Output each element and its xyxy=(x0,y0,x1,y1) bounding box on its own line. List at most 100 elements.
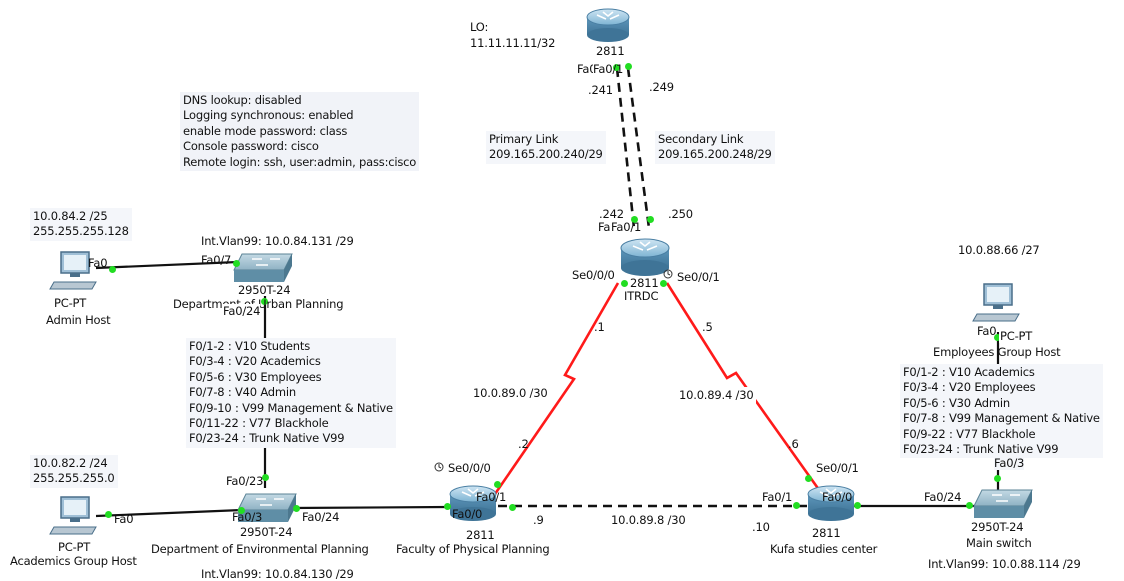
port-dot xyxy=(792,501,800,509)
port-dot xyxy=(659,279,667,287)
device-config-note: DNS lookup: disabled Logging synchronous… xyxy=(180,92,420,172)
core-port-a: Fa0/0 xyxy=(577,62,593,76)
core-router-icon[interactable] xyxy=(586,8,630,42)
primary-link-label: Primary Link 209.165.200.240/29 xyxy=(486,131,606,164)
link-core-itrdc-secondary xyxy=(626,67,651,229)
employees-pc-icon[interactable] xyxy=(972,283,1020,322)
urban-switch-port-down: Fa0/24 xyxy=(223,304,261,318)
link-core-itrdc-primary xyxy=(615,67,636,229)
vlan-row: F0/3-4 : V20 Academics xyxy=(189,354,321,369)
vlan-row: F0/23-24 : Trunk Native V99 xyxy=(189,431,345,446)
admin-host-name: Admin Host xyxy=(46,313,111,327)
main-switch-model: 2950T-24 xyxy=(971,520,1024,534)
itrdc-model: 2811 xyxy=(630,276,659,290)
main-switch-name: Main switch xyxy=(966,536,1032,550)
vlan-row: F0/11-22 : V77 Blackhole xyxy=(189,416,329,431)
itrdc-ip-b: .250 xyxy=(668,207,693,221)
link-academics-env xyxy=(95,508,243,518)
port-dot xyxy=(493,480,501,488)
vlan-row: F0/23-24 : Trunk Native V99 xyxy=(903,442,1059,457)
itrdc-port-a: Fa0/0 xyxy=(598,220,611,234)
itrdc-ip-a: .242 xyxy=(599,207,624,221)
itrdc-ip-left: .1 xyxy=(594,320,605,334)
phys-model: 2811 xyxy=(466,528,495,542)
academics-pc-icon[interactable] xyxy=(49,496,97,535)
vlan-table-left: F0/1-2 : V10 Students F0/3-4 : V20 Acade… xyxy=(186,338,396,448)
port-dot xyxy=(804,474,812,482)
port-dot xyxy=(108,265,116,273)
vlan-table-right: F0/1-2 : V10 Academics F0/3-4 : V20 Empl… xyxy=(900,364,1103,459)
port-dot xyxy=(508,503,516,511)
port-dot xyxy=(443,502,451,510)
core-port-b: Fa0/1 xyxy=(593,62,624,76)
employees-host-type: PC-PT xyxy=(999,329,1034,343)
core-router-label: 2811 xyxy=(596,44,625,58)
port-dot xyxy=(237,506,245,514)
port-dot xyxy=(292,504,300,512)
env-switch-port-pc: Fa0/3 xyxy=(232,510,263,524)
phys-port-b: Fa0/0 xyxy=(452,507,483,521)
kufa-se: Se0/0/1 xyxy=(816,461,859,475)
lo-title: LO: xyxy=(470,20,489,34)
serial-link-itrdc-kufa xyxy=(665,282,824,495)
env-switch-port-router: Fa0/24 xyxy=(302,510,340,524)
clock-icon-phys xyxy=(434,462,444,472)
phys-name: Faculty of Physical Planning xyxy=(396,542,550,556)
itrdc-ip-right: .5 xyxy=(702,320,713,334)
config-line: DNS lookup: disabled xyxy=(183,93,302,107)
phys-port-a: Fa0/1 xyxy=(476,490,507,504)
env-switch-name: Department of Environmental Planning xyxy=(151,542,369,556)
link-env-phys xyxy=(289,505,449,510)
secondary-link-label: Secondary Link 209.165.200.248/29 xyxy=(655,131,775,164)
academics-host-type: PC-PT xyxy=(58,540,91,554)
admin-host-port: Fa0 xyxy=(88,256,108,270)
kufa-name: Kufa studies center xyxy=(770,542,878,556)
port-dot xyxy=(624,62,632,70)
port-dot xyxy=(630,215,638,223)
academics-host-name: Academics Group Host xyxy=(10,554,137,568)
port-dot xyxy=(232,259,240,267)
itrdc-se-left: Se0/0/0 xyxy=(572,268,615,282)
vlan-row: F0/9-22 : V77 Blackhole xyxy=(903,426,1036,441)
port-dot xyxy=(612,63,620,71)
vlan-row: F0/5-6 : V30 Employees xyxy=(189,369,322,384)
employees-host-name: Employees Group Host xyxy=(933,345,1061,359)
subnet-left-serial: 10.0.89.0 /30 xyxy=(470,385,551,403)
vlan-row: F0/1-2 : V10 Academics xyxy=(903,365,1035,379)
urban-switch-model: 2950T-24 xyxy=(238,283,291,297)
env-switch-model: 2950T-24 xyxy=(240,525,293,539)
urban-switch-icon[interactable] xyxy=(233,253,293,282)
academics-host-address: 10.0.82.2 /24 255.255.255.0 xyxy=(30,455,118,488)
port-dot xyxy=(620,279,628,287)
port-dot xyxy=(853,501,861,509)
port-dot xyxy=(993,333,1001,341)
subnet-right-serial: 10.0.89.4 /30 xyxy=(676,387,757,405)
link-admin-urban xyxy=(95,260,239,270)
config-line: Console password: cisco xyxy=(183,139,319,154)
port-dot xyxy=(260,297,268,305)
main-switch-vlan: Int.Vlan99: 10.0.88.114 /29 xyxy=(928,557,1081,571)
admin-pc-icon[interactable] xyxy=(49,251,97,290)
phys-se: Se0/0/0 xyxy=(448,461,491,475)
employees-host-ip: 10.0.88.66 /27 xyxy=(958,243,1040,257)
admin-host-address: 10.0.84.2 /25 255.255.255.128 xyxy=(30,208,132,241)
vlan-row: F0/9-10 : V99 Management & Native xyxy=(189,400,393,415)
clock-icon-itrdc xyxy=(663,269,673,279)
kufa-model: 2811 xyxy=(812,526,841,540)
port-dot xyxy=(261,473,269,481)
academics-host-port: Fa0 xyxy=(114,512,134,526)
port-dot xyxy=(965,501,973,509)
main-switch-port-up: Fa0/3 xyxy=(994,456,1025,470)
env-switch-icon[interactable] xyxy=(237,493,297,522)
main-switch-icon[interactable] xyxy=(973,489,1033,518)
env-switch-port-up: Fa0/23 xyxy=(226,474,264,488)
phys-ip-fa: .9 xyxy=(533,513,544,527)
main-switch-port-router: Fa0/24 xyxy=(924,490,962,504)
itrdc-name: ITRDC xyxy=(624,289,659,303)
employees-host-port: Fa0 xyxy=(977,324,997,338)
itrdc-router-icon[interactable] xyxy=(620,238,670,276)
env-switch-vlan: Int.Vlan99: 10.0.84.130 /29 xyxy=(201,567,354,581)
phys-router-icon[interactable] xyxy=(449,485,497,521)
kufa-router-icon[interactable] xyxy=(807,485,855,521)
